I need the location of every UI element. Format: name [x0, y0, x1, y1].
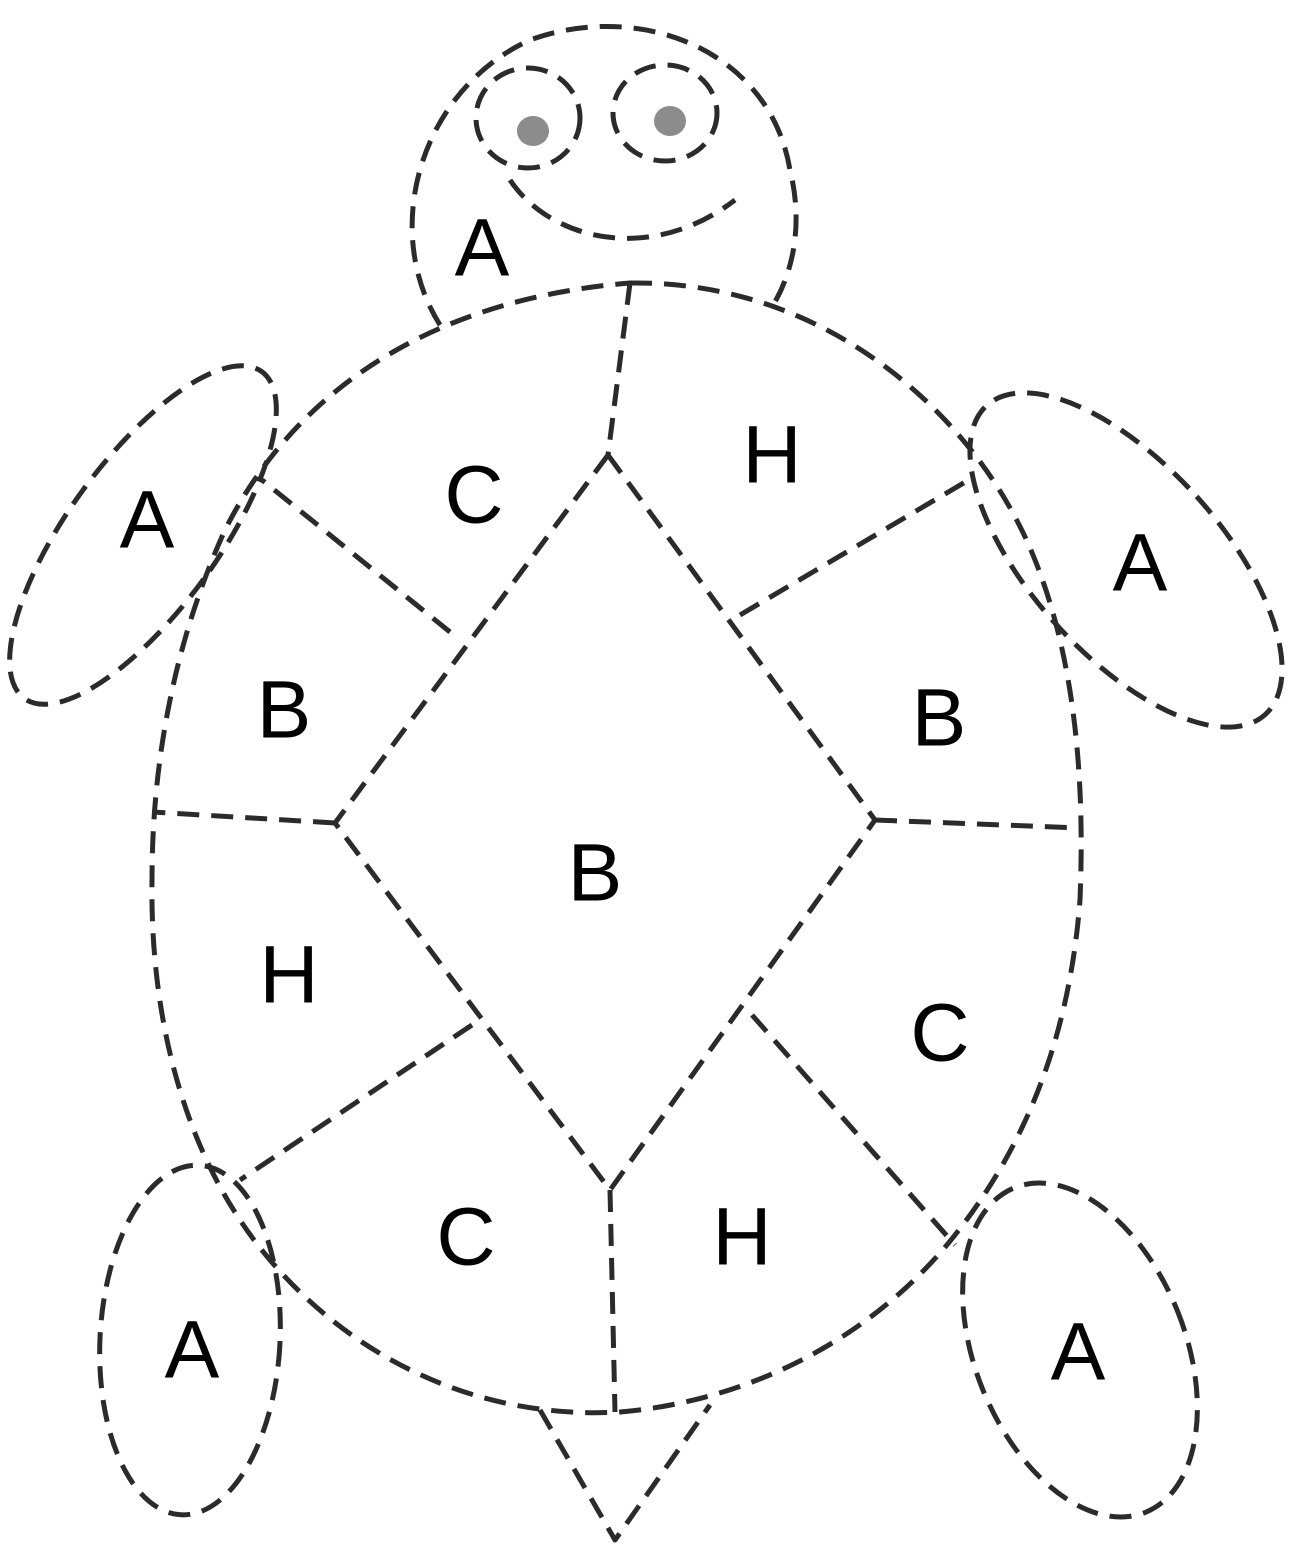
label-shell-bottom-right: H	[712, 1192, 771, 1283]
region-labels: A A A A A C H B B B H C C H	[120, 203, 1168, 1398]
smile	[510, 180, 735, 238]
left-pupil	[517, 116, 549, 146]
divider-right-middle	[875, 820, 1080, 828]
label-head: A	[455, 203, 510, 294]
divider-bottom-spine	[610, 1190, 615, 1412]
divider-bottom-left	[240, 1025, 472, 1180]
divider-top-spine	[608, 283, 630, 455]
label-shell-right-upper: B	[912, 673, 967, 764]
label-shell-center: B	[568, 828, 623, 919]
label-shell-bottom-left: C	[436, 1192, 495, 1283]
label-front-left-flipper: A	[120, 475, 175, 566]
divider-top-left	[262, 480, 450, 632]
center-plate-outline	[335, 455, 875, 1190]
label-shell-top-right: H	[742, 410, 801, 501]
label-shell-left-lower: H	[259, 930, 318, 1021]
label-back-right-flipper: A	[1051, 1307, 1106, 1398]
label-shell-right-lower: C	[910, 988, 969, 1079]
tail	[540, 1405, 710, 1540]
front-right-flipper	[916, 342, 1303, 778]
label-shell-top-left: C	[444, 450, 503, 541]
label-front-right-flipper: A	[1113, 518, 1168, 609]
label-shell-left-upper: B	[257, 665, 312, 756]
divider-left-middle	[152, 812, 335, 823]
right-pupil	[654, 106, 686, 136]
label-back-left-flipper: A	[165, 1305, 220, 1396]
